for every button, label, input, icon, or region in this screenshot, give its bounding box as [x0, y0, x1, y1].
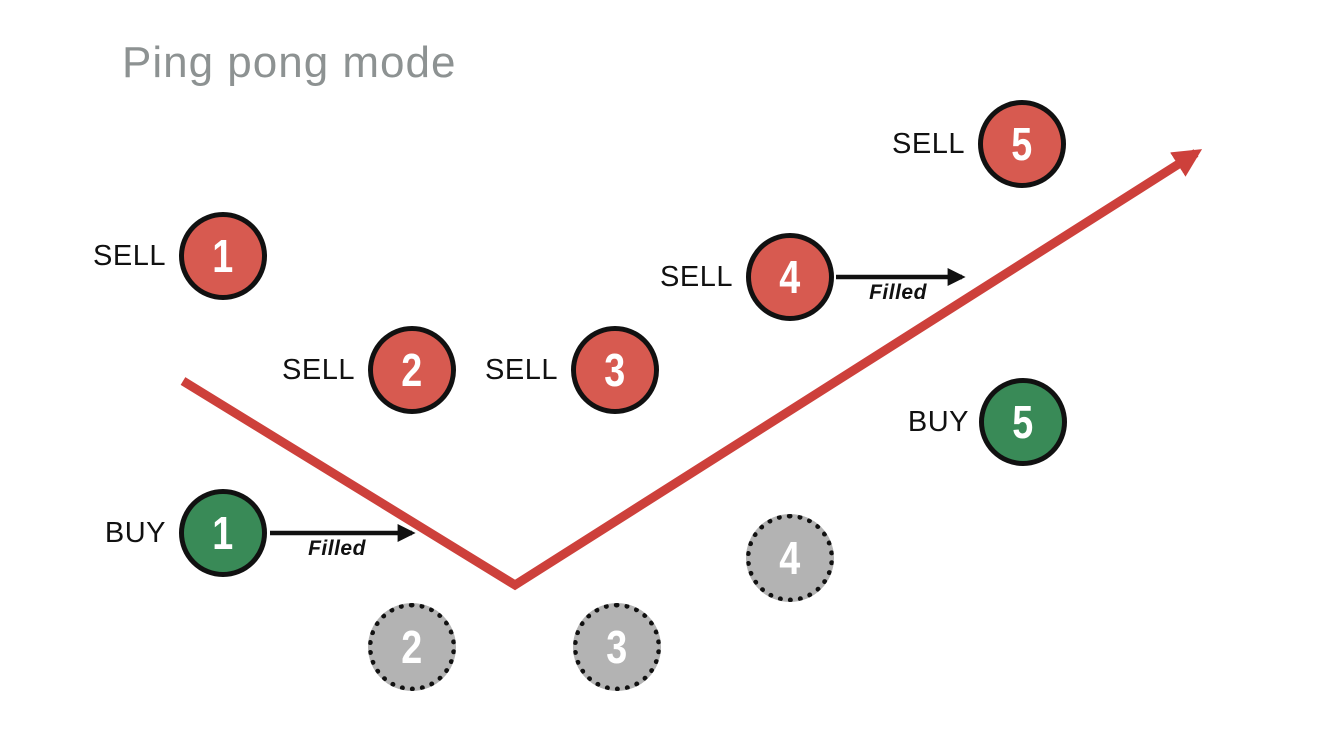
- sell-3-label: SELL: [485, 354, 558, 386]
- pending-4-number: 4: [779, 532, 801, 584]
- sell-4-number: 4: [779, 251, 801, 303]
- pending-3-circle: 3: [573, 603, 661, 691]
- buy-5-label: BUY: [907, 406, 969, 438]
- sell-3-number: 3: [604, 344, 626, 396]
- buy-1-circle: 1: [179, 489, 267, 577]
- sell-4-circle: 4: [746, 233, 834, 321]
- sell-5-number: 5: [1011, 118, 1033, 170]
- sell-2-label: SELL: [282, 354, 355, 386]
- pending-2-number: 2: [401, 621, 423, 673]
- sell-2-number: 2: [401, 344, 423, 396]
- sell-1-number: 1: [212, 230, 234, 282]
- diagram-title: Ping pong mode: [122, 38, 457, 87]
- sell4-filled-label: Filled: [869, 281, 927, 304]
- pending-4-circle: 4: [746, 514, 834, 602]
- sell-1-label: SELL: [93, 240, 166, 272]
- pending-3-number: 3: [606, 621, 628, 673]
- sell-3-circle: 3: [571, 326, 659, 414]
- sell-5-label: SELL: [892, 128, 965, 160]
- sell-4-label: SELL: [660, 261, 733, 293]
- sell-2-circle: 2: [368, 326, 456, 414]
- buy-1-number: 1: [212, 507, 234, 559]
- buy1-filled-label: Filled: [308, 537, 366, 560]
- sell-1-circle: 1: [179, 212, 267, 300]
- pending-2-circle: 2: [368, 603, 456, 691]
- buy-5-number: 5: [1012, 396, 1034, 448]
- sell-5-circle: 5: [978, 100, 1066, 188]
- buy-1-label: BUY: [104, 517, 166, 549]
- buy-5-circle: 5: [979, 378, 1067, 466]
